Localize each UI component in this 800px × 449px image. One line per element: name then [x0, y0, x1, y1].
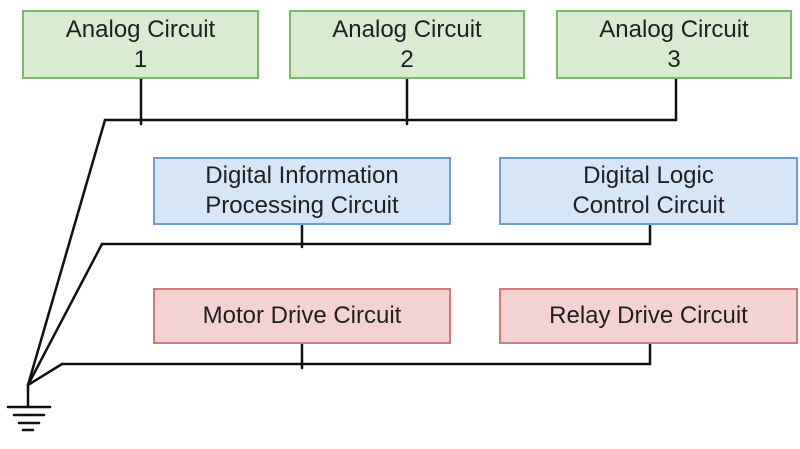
motor-drive-label: Motor Drive Circuit	[202, 302, 402, 329]
relay-drive-block: Relay Drive Circuit	[499, 288, 798, 344]
analog-circuit-2-block: Analog Circuit 2	[289, 10, 525, 79]
motor-drive-block: Motor Drive Circuit	[153, 288, 451, 344]
digital-information-processing-label: Digital Information Processing Circuit	[205, 162, 399, 219]
analog-circuit-2-label: Analog Circuit 2	[332, 15, 482, 73]
relay-drive-label: Relay Drive Circuit	[549, 302, 748, 329]
analog-ground-return	[26, 118, 107, 387]
analog-circuit-3-block: Analog Circuit 3	[556, 10, 792, 79]
digital-information-processing-block: Digital Information Processing Circuit	[153, 157, 451, 225]
analog-circuit-1-label: Analog Circuit 1	[65, 15, 216, 73]
analog-circuit-3-label: Analog Circuit 3	[599, 15, 749, 73]
ground-symbol-icon	[6, 383, 52, 432]
digital-ground-return	[26, 242, 104, 387]
analog-circuit-1-block: Analog Circuit 1	[22, 10, 259, 79]
digital-logic-control-label: Digital Logic Control Circuit	[572, 162, 725, 219]
drive-ground-return	[26, 362, 64, 387]
digital-logic-control-block: Digital Logic Control Circuit	[499, 157, 798, 225]
